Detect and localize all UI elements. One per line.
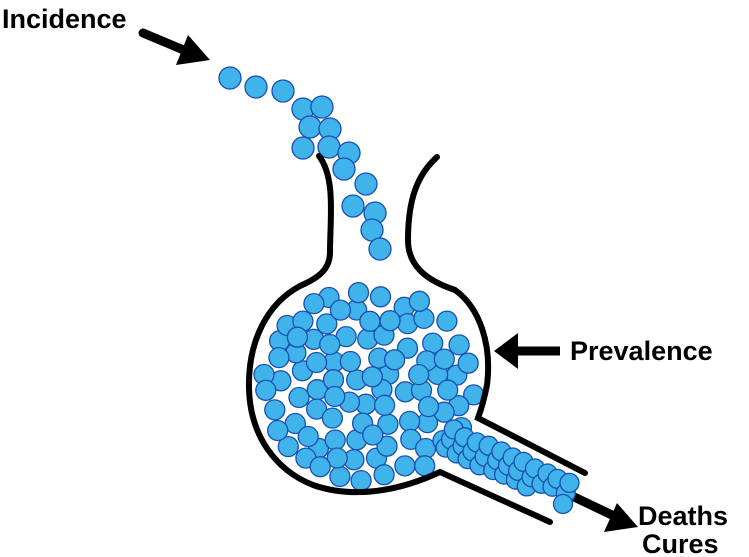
outflow-arrow-icon [568,490,638,532]
particle [271,79,295,103]
particle [218,66,242,90]
particle [316,313,338,335]
particle [298,115,322,139]
particle [305,351,328,374]
particle [329,299,352,321]
particle [383,349,406,371]
particle [264,399,286,421]
particle [394,455,416,477]
incidence-arrow-icon [138,28,210,65]
particle [359,310,381,332]
particle [417,395,440,418]
particle [255,379,277,401]
particle [347,282,370,304]
particle [277,435,299,458]
particle [559,472,580,494]
incidence-label: Incidence [2,4,127,34]
deaths-label: Deaths [638,501,728,531]
particle [332,157,356,181]
particle [373,464,395,486]
prevalence-arrow-icon [494,333,560,369]
particle [457,352,479,374]
particle [448,334,470,356]
particle [398,410,421,433]
particle [321,407,344,429]
particle [319,333,341,356]
particle [310,95,334,119]
particle [354,172,378,196]
particle [368,237,392,261]
particle [376,435,398,457]
particle [324,429,346,451]
particle [303,292,325,315]
particle [286,326,309,348]
particle [324,385,346,408]
cures-label: Cures [642,529,719,557]
particle [267,419,289,442]
particle [433,348,455,370]
particle [339,350,362,373]
particle [408,290,431,312]
particle [305,398,328,420]
particle [326,447,348,469]
particle [350,469,372,492]
particle [244,75,268,99]
particle-group [218,66,580,515]
particle [288,386,310,409]
particle [309,456,331,478]
particle [437,379,459,401]
particle [552,493,574,515]
particle [341,194,365,218]
particle [373,394,396,416]
particle [268,346,290,369]
particle [361,366,383,388]
particle [379,310,401,332]
particle [297,425,319,448]
particle [329,465,351,488]
prevalence-label: Prevalence [570,336,713,366]
flask-outline [245,153,588,525]
particle [408,363,430,386]
particle [369,286,392,308]
particle [362,424,384,446]
particle [436,310,458,332]
particle [291,136,315,160]
